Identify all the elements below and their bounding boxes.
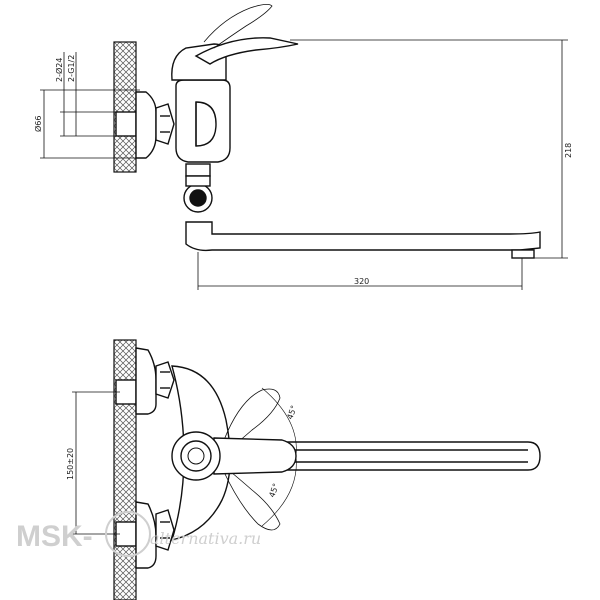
wall-top <box>113 41 137 173</box>
dim-spacing: 150±20 <box>66 448 75 480</box>
watermark-site: alternativa.ru <box>150 529 261 548</box>
dim-outer-diameter: Ø66 <box>33 116 43 132</box>
dim-inner-diameter: 2-Ø24 <box>54 58 64 82</box>
wall-bottom <box>113 339 137 600</box>
top-view <box>113 4 541 259</box>
watermark-logo-icon <box>105 511 151 557</box>
dim-height: 218 <box>564 143 573 158</box>
lever-front <box>213 437 297 475</box>
aerator <box>511 249 535 259</box>
dim-width: 320 <box>354 277 369 286</box>
lever-ghost-upper <box>223 388 281 453</box>
inlet-pipe <box>115 111 137 137</box>
angle-lower-label: 45° <box>267 482 280 498</box>
connector-nut <box>155 103 175 145</box>
spout <box>185 221 541 252</box>
top-dimensions <box>40 39 568 290</box>
eccentric-connector <box>135 91 157 159</box>
lever-ghost-lower <box>223 467 281 531</box>
watermark-brand: MSK- <box>16 520 93 553</box>
lever-handle <box>194 37 299 65</box>
angle-upper-label: 45° <box>285 404 298 420</box>
bottom-view <box>113 339 541 600</box>
watermark: MSK- alternativa.ru <box>16 511 261 557</box>
dim-thread: 2-G1/2 <box>67 55 76 82</box>
lever-raised-outline <box>203 4 273 49</box>
bottom-dimensions <box>72 387 297 535</box>
